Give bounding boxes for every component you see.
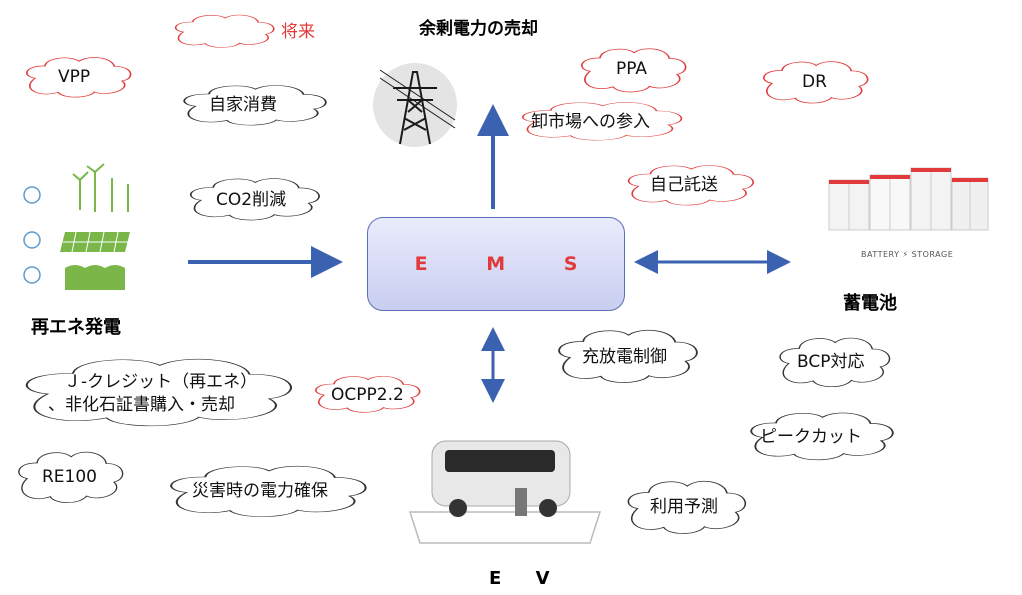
label-ocpp: OCPP2.2 bbox=[331, 385, 404, 405]
label-dr: DR bbox=[802, 72, 827, 92]
renewable-energy-icon bbox=[23, 163, 130, 290]
storage-caption: BATTERY ⚡ STORAGE bbox=[861, 250, 954, 259]
diagram-title: 余剰電力の売却 bbox=[419, 19, 538, 39]
label-self-consumption: 自家消費 bbox=[209, 95, 277, 115]
transmission-tower-icon bbox=[373, 63, 457, 147]
label-usage-forecast: 利用予測 bbox=[650, 497, 718, 517]
label-wholesale: 卸市場への参入 bbox=[531, 112, 650, 132]
label-re100: RE100 bbox=[42, 467, 98, 487]
label-future: 将来 bbox=[281, 22, 315, 42]
ems-box: E M S bbox=[367, 217, 625, 311]
cloud-future bbox=[176, 15, 274, 47]
renewable-label: 再エネ発電 bbox=[31, 317, 121, 338]
label-jcredit-line1: Ｊ-クレジット（再エネ） bbox=[64, 372, 258, 392]
ems-label: E M S bbox=[414, 253, 604, 275]
ev-bus-icon bbox=[408, 440, 602, 544]
battery-storage-icon bbox=[828, 167, 989, 231]
label-co2: CO2削減 bbox=[216, 190, 287, 210]
label-disaster: 災害時の電力確保 bbox=[192, 481, 328, 501]
ev-label: E V bbox=[489, 568, 564, 589]
label-ppa: PPA bbox=[616, 59, 648, 79]
label-vpp: VPP bbox=[58, 67, 91, 87]
storage-label: 蓄電池 bbox=[843, 293, 897, 314]
label-peak-cut: ピークカット bbox=[760, 427, 862, 447]
cloud-jcredit bbox=[27, 359, 291, 426]
label-bcp: BCP対応 bbox=[797, 352, 865, 372]
label-charge-control: 充放電制御 bbox=[582, 347, 667, 367]
label-self-wheeling: 自己託送 bbox=[650, 175, 718, 195]
label-jcredit-line2: 、非化石証書購入・売却 bbox=[48, 395, 235, 415]
